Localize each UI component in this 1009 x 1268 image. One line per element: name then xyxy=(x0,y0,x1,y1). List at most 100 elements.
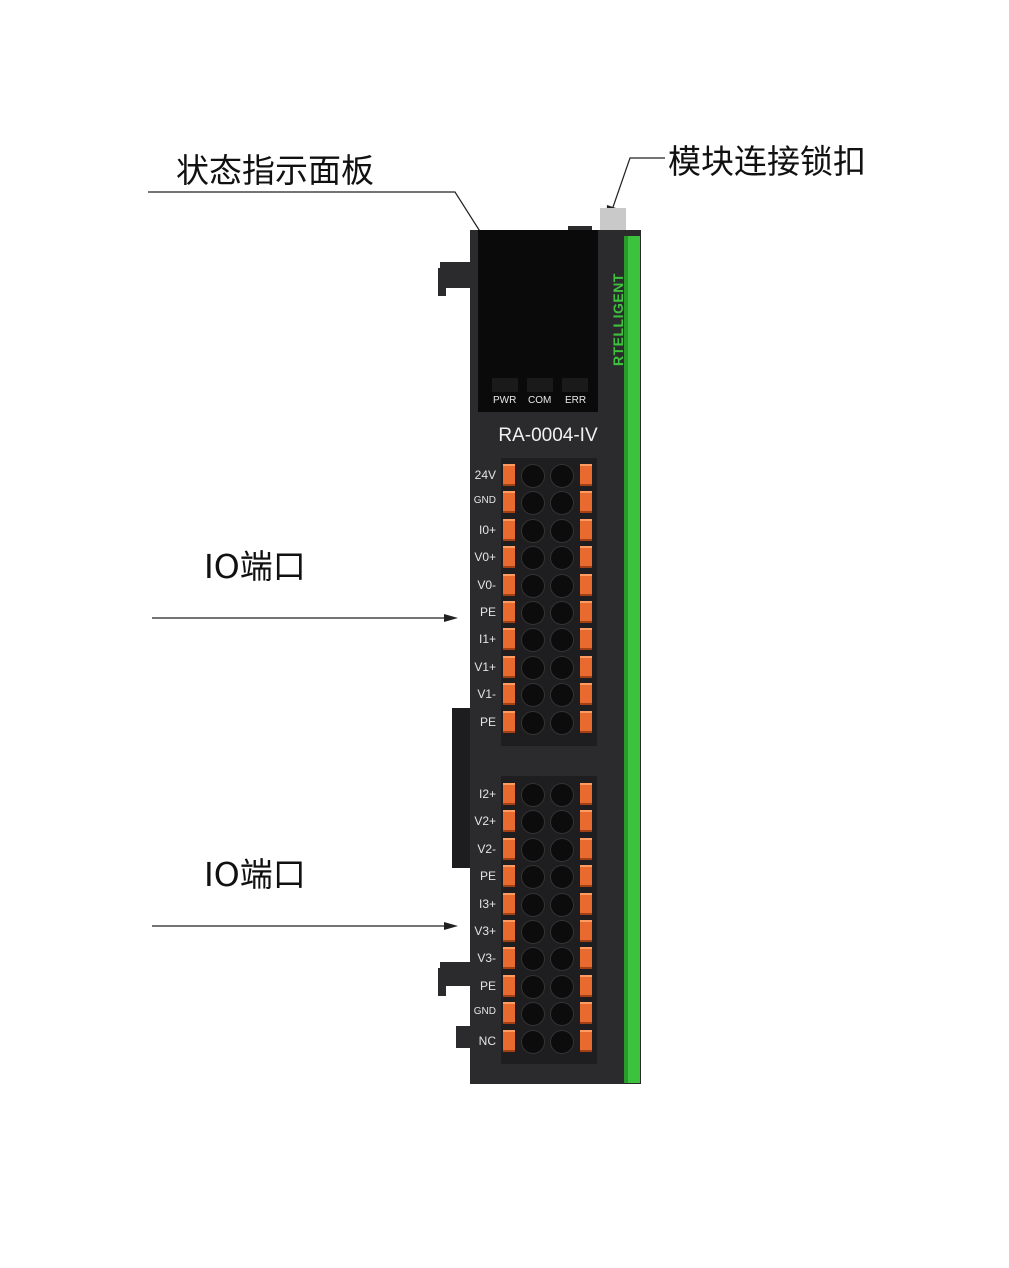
terminal-wire-hole[interactable] xyxy=(550,683,574,708)
side-connector xyxy=(452,708,470,868)
terminal-wire-hole[interactable] xyxy=(550,892,574,917)
terminal-release-button[interactable] xyxy=(580,1029,592,1052)
terminal-release-button[interactable] xyxy=(503,1029,515,1052)
pwr-led xyxy=(492,378,518,392)
terminal-release-button[interactable] xyxy=(503,974,515,997)
terminal-wire-hole[interactable] xyxy=(550,974,574,999)
terminal-wire-hole[interactable] xyxy=(521,974,545,999)
terminal-wire-hole[interactable] xyxy=(550,710,574,735)
terminal-release-button[interactable] xyxy=(503,573,515,596)
terminal-release-button[interactable] xyxy=(503,601,515,623)
io-port-callout-1: IO端口 xyxy=(204,547,306,586)
terminal-wire-hole[interactable] xyxy=(550,1029,574,1054)
terminal-wire-hole[interactable] xyxy=(521,1029,545,1054)
terminal-release-button[interactable] xyxy=(580,865,592,888)
com-led xyxy=(527,378,553,392)
terminal-release-button[interactable] xyxy=(503,783,515,805)
terminal-release-button[interactable] xyxy=(503,546,515,569)
terminal-release-button[interactable] xyxy=(580,783,592,805)
terminal-release-button[interactable] xyxy=(580,546,592,569)
terminal-release-button[interactable] xyxy=(503,865,515,888)
terminal-wire-hole[interactable] xyxy=(550,628,574,653)
terminal-release-button[interactable] xyxy=(580,810,592,833)
terminal-wire-hole[interactable] xyxy=(550,1002,574,1027)
terminal-label: GND xyxy=(473,1006,496,1018)
terminal-release-button[interactable] xyxy=(580,1002,592,1025)
terminal-wire-hole[interactable] xyxy=(521,491,545,516)
terminal-wire-hole[interactable] xyxy=(521,573,545,598)
terminal-label: I1+ xyxy=(478,632,496,647)
pwr-led-label: PWR xyxy=(493,395,517,406)
terminal-release-button[interactable] xyxy=(580,683,592,706)
terminal-label: V3+ xyxy=(474,924,496,938)
terminal-wire-hole[interactable] xyxy=(550,947,574,972)
terminal-release-button[interactable] xyxy=(580,628,592,651)
terminal-label: V2+ xyxy=(474,814,496,829)
terminal-release-button[interactable] xyxy=(580,837,592,860)
terminal-wire-hole[interactable] xyxy=(521,810,545,835)
model-label: RA-0004-IV xyxy=(498,425,598,446)
terminal-release-button[interactable] xyxy=(503,491,515,514)
terminal-label: PE xyxy=(479,605,496,619)
terminal-release-button[interactable] xyxy=(503,947,515,970)
terminal-wire-hole[interactable] xyxy=(521,920,545,944)
terminal-release-button[interactable] xyxy=(580,974,592,997)
io-port-1-arrow xyxy=(444,614,458,622)
terminal-release-button[interactable] xyxy=(580,920,592,942)
err-led-label: ERR xyxy=(565,395,587,406)
terminal-release-button[interactable] xyxy=(503,683,515,706)
terminal-release-button[interactable] xyxy=(580,491,592,514)
terminal-wire-hole[interactable] xyxy=(521,601,545,625)
terminal-release-button[interactable] xyxy=(503,1002,515,1025)
terminal-wire-hole[interactable] xyxy=(521,865,545,890)
terminal-release-button[interactable] xyxy=(580,464,592,486)
terminal-wire-hole[interactable] xyxy=(550,920,574,944)
terminal-wire-hole[interactable] xyxy=(521,837,545,862)
terminal-wire-hole[interactable] xyxy=(550,655,574,680)
terminal-label: 24V xyxy=(474,468,496,482)
terminal-release-button[interactable] xyxy=(503,464,515,486)
terminal-label: V0- xyxy=(477,577,496,592)
terminal-wire-hole[interactable] xyxy=(521,464,545,488)
terminal-wire-hole[interactable] xyxy=(521,947,545,972)
terminal-release-button[interactable] xyxy=(580,573,592,596)
terminal-wire-hole[interactable] xyxy=(521,628,545,653)
terminal-release-button[interactable] xyxy=(503,710,515,733)
terminal-release-button[interactable] xyxy=(503,837,515,860)
terminal-wire-hole[interactable] xyxy=(521,1002,545,1027)
terminal-wire-hole[interactable] xyxy=(521,892,545,917)
terminal-wire-hole[interactable] xyxy=(521,683,545,708)
terminal-wire-hole[interactable] xyxy=(521,710,545,735)
terminal-release-button[interactable] xyxy=(580,601,592,623)
terminal-wire-hole[interactable] xyxy=(550,783,574,807)
com-led-label: COM xyxy=(528,395,552,406)
terminal-wire-hole[interactable] xyxy=(550,601,574,625)
terminal-release-button[interactable] xyxy=(503,892,515,915)
terminal-release-button[interactable] xyxy=(580,892,592,915)
terminal-release-button[interactable] xyxy=(503,810,515,833)
terminal-release-button[interactable] xyxy=(503,655,515,678)
terminal-wire-hole[interactable] xyxy=(550,865,574,890)
terminal-wire-hole[interactable] xyxy=(550,518,574,543)
terminal-wire-hole[interactable] xyxy=(521,655,545,680)
terminal-wire-hole[interactable] xyxy=(521,783,545,807)
terminal-label: PE xyxy=(479,714,496,729)
terminal-wire-hole[interactable] xyxy=(521,518,545,543)
terminal-release-button[interactable] xyxy=(580,655,592,678)
err-led xyxy=(562,378,588,392)
terminal-wire-hole[interactable] xyxy=(550,546,574,571)
terminal-wire-hole[interactable] xyxy=(550,491,574,516)
module-lock-latch[interactable] xyxy=(600,208,626,232)
terminal-release-button[interactable] xyxy=(503,920,515,942)
terminal-release-button[interactable] xyxy=(580,947,592,970)
terminal-wire-hole[interactable] xyxy=(550,464,574,488)
terminal-wire-hole[interactable] xyxy=(521,546,545,571)
terminal-release-button[interactable] xyxy=(503,518,515,541)
terminal-wire-hole[interactable] xyxy=(550,837,574,862)
terminal-wire-hole[interactable] xyxy=(550,810,574,835)
terminal-release-button[interactable] xyxy=(580,518,592,541)
terminal-release-button[interactable] xyxy=(580,710,592,733)
terminal-label: V2- xyxy=(477,841,496,856)
terminal-release-button[interactable] xyxy=(503,628,515,651)
terminal-wire-hole[interactable] xyxy=(550,573,574,598)
